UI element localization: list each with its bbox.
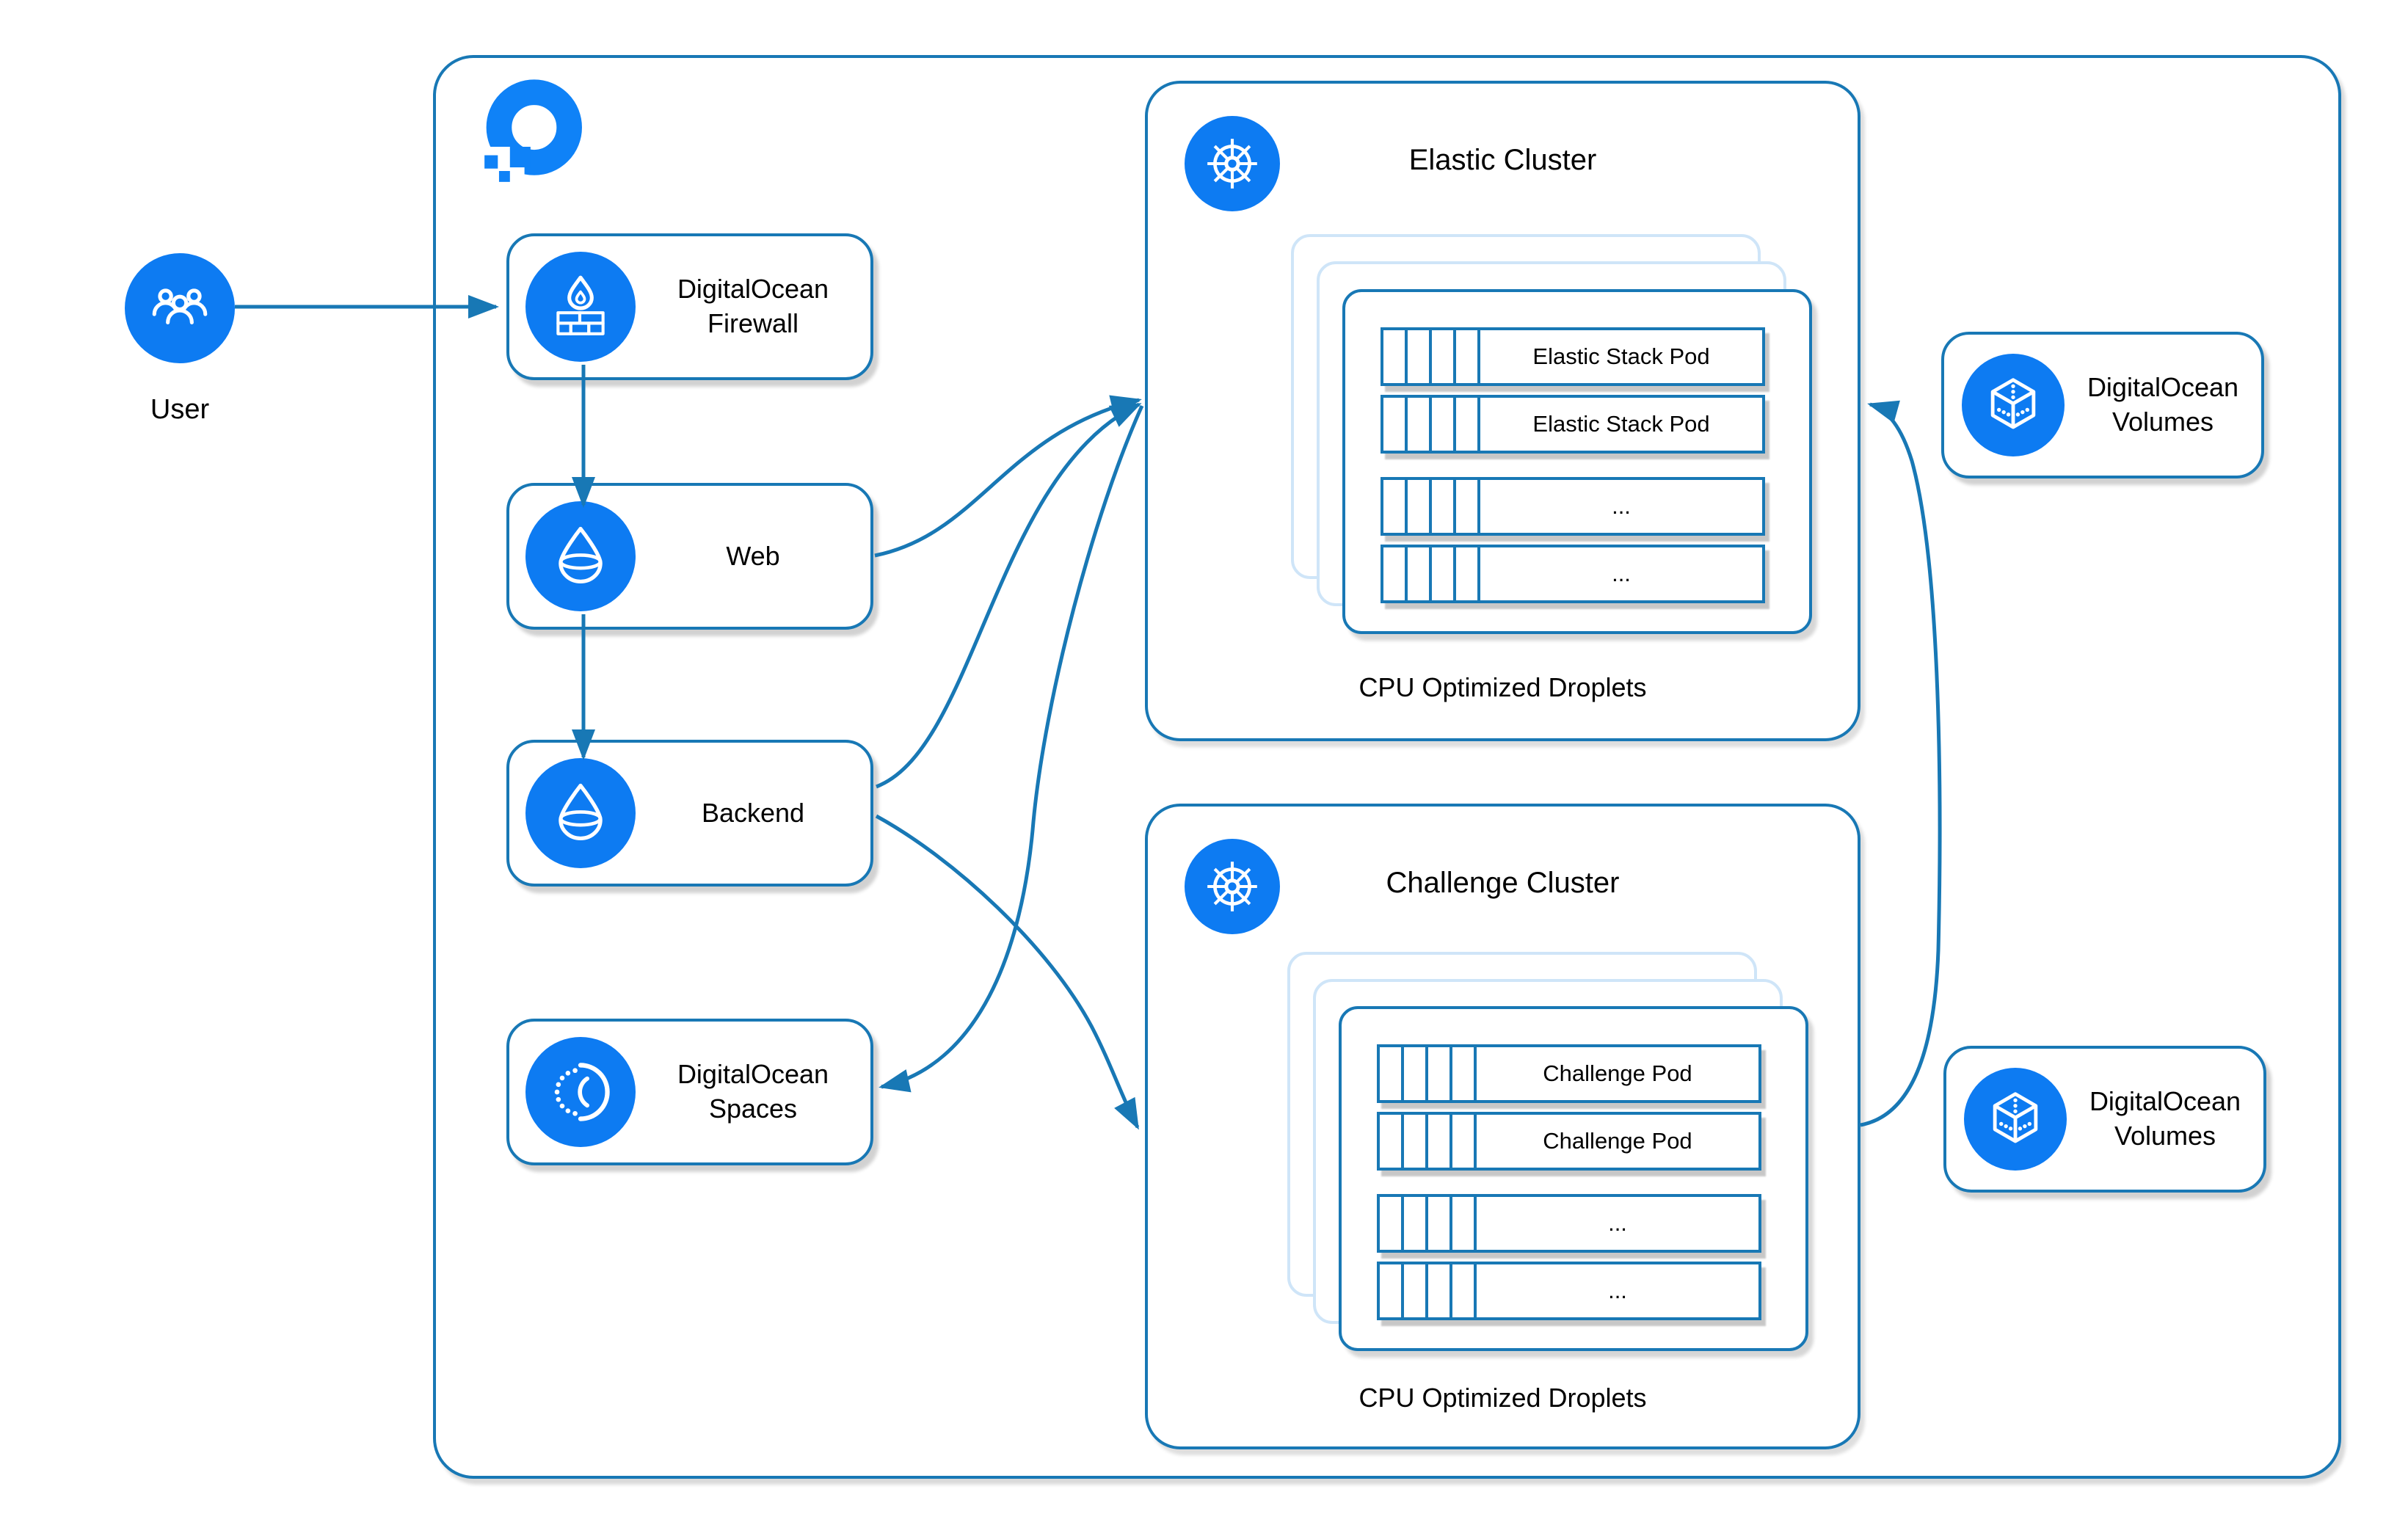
stack-card-front: Elastic Stack Pod Elastic Stack Pod ... … — [1342, 289, 1812, 634]
pod-slot — [1383, 547, 1408, 600]
firewall-node: DigitalOcean Firewall — [506, 233, 873, 380]
web-node: Web — [506, 483, 873, 630]
user-node: User — [125, 253, 235, 426]
elastic-cluster: Elastic Cluster Elastic Stack Pod Elasti… — [1145, 81, 1860, 741]
pod-row: ... — [1381, 477, 1765, 536]
pod-slot — [1452, 1115, 1477, 1168]
pod-slot — [1452, 1197, 1477, 1250]
pod-slot — [1432, 480, 1456, 533]
pod-slot — [1380, 1115, 1404, 1168]
pod-slot — [1432, 547, 1456, 600]
pod-slot — [1428, 1115, 1452, 1168]
pod-slot — [1383, 480, 1408, 533]
pod-slot — [1408, 547, 1432, 600]
user-label: User — [150, 394, 210, 425]
kubernetes-icon — [1185, 839, 1280, 934]
digitalocean-logo-icon — [481, 79, 582, 191]
pod-slot — [1404, 1047, 1428, 1100]
pod-slot — [1428, 1264, 1452, 1317]
stack-card-front: Challenge Pod Challenge Pod ... ... — [1339, 1006, 1808, 1351]
spaces-label: DigitalOcean Spaces — [677, 1059, 829, 1124]
spaces-node: DigitalOcean Spaces — [506, 1019, 873, 1165]
pod-slot — [1456, 547, 1480, 600]
pod-slot — [1383, 398, 1408, 451]
pod-row: Elastic Stack Pod — [1381, 327, 1765, 386]
pod-slot — [1408, 330, 1432, 383]
pod-label: ... — [1612, 493, 1631, 519]
droplet-icon — [525, 758, 636, 868]
pod-slot — [1408, 480, 1432, 533]
pod-slot — [1428, 1197, 1452, 1250]
pod-slot — [1380, 1047, 1404, 1100]
droplet-icon — [525, 501, 636, 611]
firewall-label: DigitalOcean Firewall — [677, 274, 829, 338]
pod-label: Challenge Pod — [1543, 1060, 1692, 1086]
pod-label: Elastic Stack Pod — [1532, 343, 1710, 369]
pod-slot — [1452, 1047, 1477, 1100]
kubernetes-icon — [1185, 116, 1280, 211]
pod-row: Elastic Stack Pod — [1381, 395, 1765, 454]
pod-slot — [1404, 1197, 1428, 1250]
web-label: Web — [726, 540, 780, 571]
pod-slot — [1380, 1264, 1404, 1317]
volumes-top-node: DigitalOcean Volumes — [1941, 332, 2264, 478]
backend-label: Backend — [701, 797, 805, 828]
volumes-bottom-node: DigitalOcean Volumes — [1943, 1046, 2266, 1193]
challenge-cluster-title: Challenge Cluster — [1386, 867, 1620, 899]
pod-label: ... — [1608, 1278, 1627, 1303]
pod-label: Challenge Pod — [1543, 1128, 1692, 1154]
challenge-cluster: Challenge Cluster Challenge Pod Challeng… — [1145, 804, 1860, 1449]
pod-slot — [1432, 398, 1456, 451]
pod-slot — [1428, 1047, 1452, 1100]
pod-label: ... — [1612, 561, 1631, 586]
cube-icon — [1964, 1068, 2067, 1171]
pod-slot — [1452, 1264, 1477, 1317]
users-icon — [125, 253, 235, 363]
pod-slot — [1456, 398, 1480, 451]
pod-slot — [1404, 1264, 1428, 1317]
elastic-cluster-title: Elastic Cluster — [1408, 144, 1597, 176]
cube-icon — [1962, 354, 2065, 456]
pod-slot — [1408, 398, 1432, 451]
pod-slot — [1383, 330, 1408, 383]
volumes-label: DigitalOcean Volumes — [2087, 372, 2239, 437]
cpu-droplets-caption: CPU Optimized Droplets — [1358, 1383, 1647, 1413]
pod-row: ... — [1377, 1194, 1761, 1253]
pod-slot — [1456, 330, 1480, 383]
pod-slot — [1380, 1197, 1404, 1250]
pod-row: Challenge Pod — [1377, 1112, 1761, 1171]
pod-row: Challenge Pod — [1377, 1044, 1761, 1103]
cpu-droplets-caption: CPU Optimized Droplets — [1358, 672, 1647, 702]
pod-row: ... — [1377, 1262, 1761, 1320]
volumes-label: DigitalOcean Volumes — [2089, 1086, 2241, 1151]
pod-slot — [1432, 330, 1456, 383]
pod-slot — [1404, 1115, 1428, 1168]
pod-label: ... — [1608, 1210, 1627, 1236]
firewall-icon — [525, 252, 636, 362]
backend-node: Backend — [506, 740, 873, 887]
pod-row: ... — [1381, 545, 1765, 603]
spaces-icon — [525, 1037, 636, 1147]
pod-label: Elastic Stack Pod — [1532, 411, 1710, 437]
pod-slot — [1456, 480, 1480, 533]
